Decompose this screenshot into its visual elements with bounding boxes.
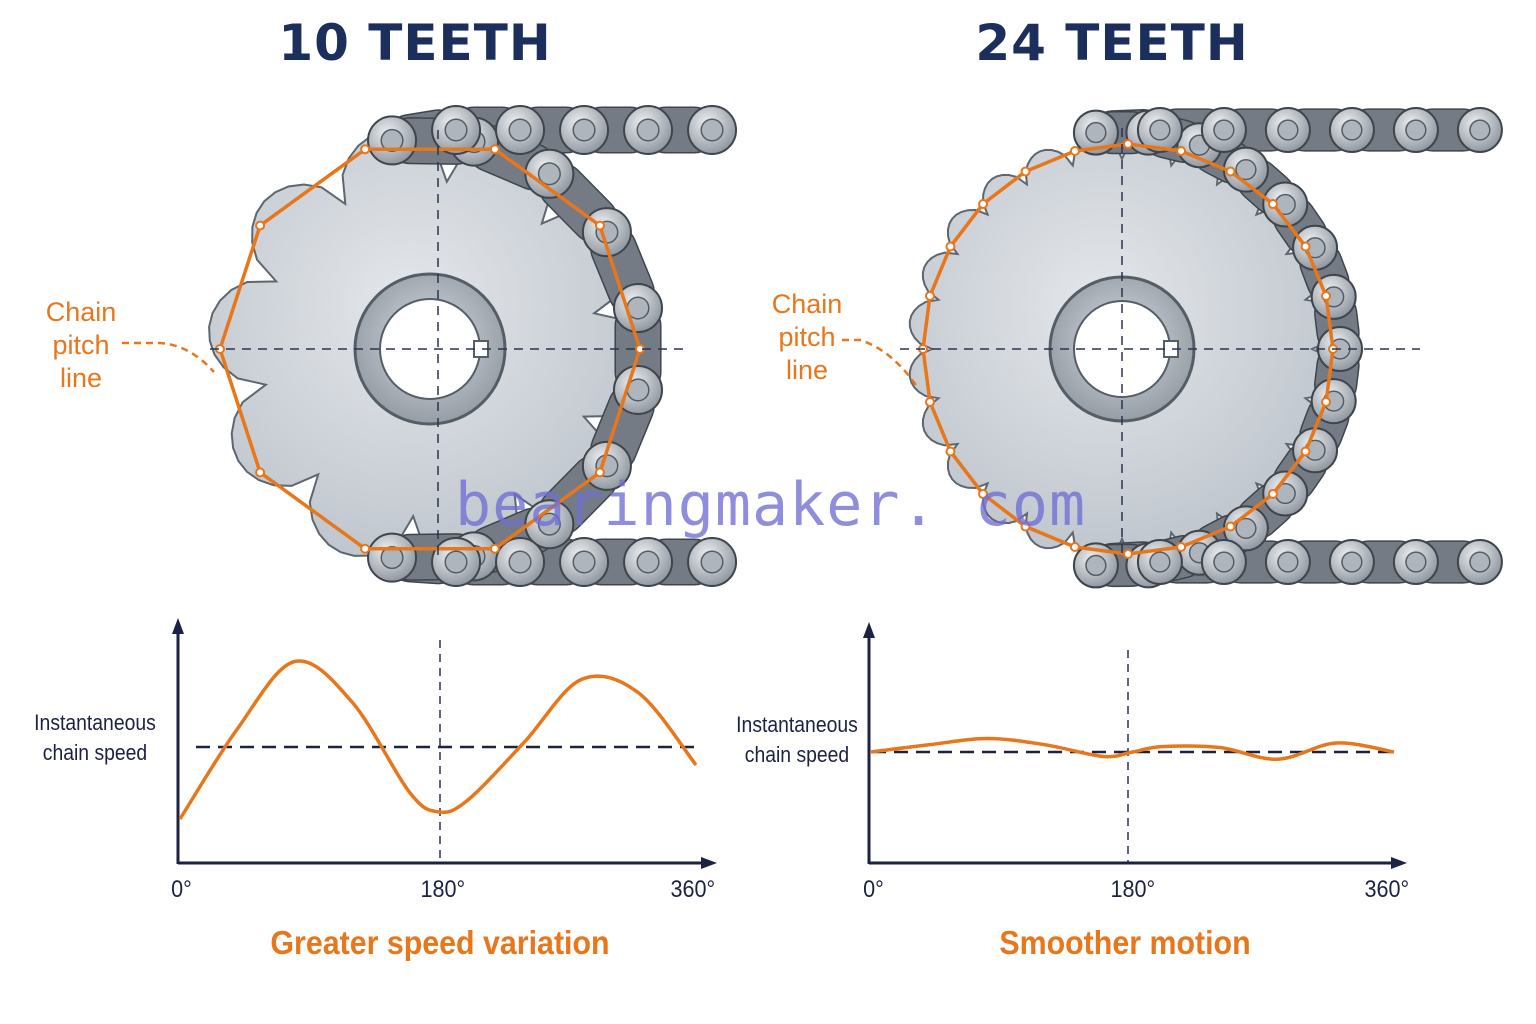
roller-pin: [444, 118, 468, 142]
roller-pin: [636, 550, 660, 574]
sprocket-10-teeth: [208, 130, 652, 568]
roller-pin: [1405, 551, 1427, 573]
callout-line-3: line: [785, 355, 829, 385]
pitch-point: [1225, 166, 1236, 177]
roller-chain-left: [367, 105, 738, 587]
roller-pin: [1405, 119, 1427, 141]
roller-pin: [380, 546, 404, 570]
pitch-point: [360, 543, 371, 554]
pitch-point: [1176, 542, 1187, 553]
roller-pin: [636, 118, 660, 142]
roller-pin: [508, 118, 532, 142]
pitch-point: [1020, 521, 1031, 532]
pitch-point: [945, 241, 956, 252]
roller-pin: [1149, 551, 1171, 573]
watermark: bearingmaker. com: [455, 470, 1087, 540]
x-tick-right-0: 0°: [863, 876, 884, 903]
x-tick-right-180: 180°: [1110, 876, 1156, 903]
roller-pin: [572, 118, 596, 142]
caption-greater-speed-variation: Greater speed variation: [270, 924, 610, 961]
roller-pin: [1235, 517, 1257, 540]
pitch-point: [594, 467, 605, 478]
y-axis-label-right: Instantaneous chain speed: [731, 710, 863, 770]
roller-pin: [1085, 121, 1107, 144]
x-tick-left-360: 360°: [670, 876, 716, 903]
pitch-point: [978, 488, 989, 499]
x-tick-right-360: 360°: [1364, 876, 1410, 903]
callout-line-2: pitch: [778, 322, 836, 352]
title-24-teeth: 24 TEETH: [975, 14, 1249, 72]
roller-pin: [1469, 119, 1491, 141]
x-tick-left-0: 0°: [171, 876, 192, 903]
pitch-point: [1321, 397, 1332, 408]
y-label-line-2: chain speed: [744, 742, 850, 767]
title-10-teeth: 10 TEETH: [278, 14, 552, 72]
pitch-point: [924, 397, 935, 408]
callout-leader-right: [842, 338, 920, 389]
chain-pitch-line-label-right: Chain pitch line: [762, 288, 852, 387]
pitch-point: [255, 220, 266, 231]
roller-pin: [1469, 551, 1491, 573]
roller-pin: [1149, 119, 1171, 141]
callout-leader-left: [122, 341, 215, 373]
pitch-point: [1020, 166, 1031, 177]
y-label-line-1: Instantaneous: [34, 710, 156, 735]
roller-pin: [700, 550, 724, 574]
pitch-point: [1267, 199, 1278, 210]
x-tick-left-180: 180°: [420, 876, 466, 903]
roller-pin: [1341, 119, 1363, 141]
roller-pin: [700, 118, 724, 142]
callout-line-2: pitch: [52, 330, 110, 360]
pitch-point: [489, 543, 500, 554]
roller-pin: [1213, 551, 1235, 573]
roller-pin: [1341, 551, 1363, 573]
pitch-point: [594, 220, 605, 231]
speed-graph-right: [863, 622, 1407, 869]
roller-pin: [508, 550, 532, 574]
pitch-point: [1267, 488, 1278, 499]
callout-line-3: line: [59, 363, 103, 393]
pitch-point: [945, 446, 956, 457]
pitch-point: [978, 199, 989, 210]
pitch-point: [489, 144, 500, 155]
chain-pitch-line-label-left: Chain pitch line: [36, 296, 126, 395]
callout-line-1: Chain: [45, 297, 117, 327]
pitch-point: [1123, 549, 1133, 559]
roller-pin: [537, 162, 561, 186]
roller-pin: [1277, 119, 1299, 141]
pitch-point: [1225, 521, 1236, 532]
shaft-bore: [1073, 300, 1171, 398]
centre-lines: [210, 128, 1420, 560]
caption-smoother-motion: Smoother motion: [999, 924, 1251, 961]
pitch-point: [1300, 446, 1311, 457]
roller-pin: [572, 550, 596, 574]
speed-curve-right: [870, 736, 1395, 761]
pitch-point: [360, 144, 371, 155]
pitch-point: [1069, 542, 1080, 553]
pitch-point: [1321, 290, 1332, 301]
roller-pin: [380, 128, 404, 152]
roller-pin: [1277, 551, 1299, 573]
speed-graph-left: [172, 618, 717, 869]
roller-pin: [537, 512, 561, 536]
roller-pin: [444, 550, 468, 574]
roller-pin: [1085, 554, 1107, 577]
pitch-point: [1176, 145, 1187, 156]
y-label-line-1: Instantaneous: [736, 712, 858, 737]
y-label-line-2: chain speed: [42, 740, 148, 765]
pitch-point: [255, 467, 266, 478]
pitch-point: [924, 290, 935, 301]
callout-line-1: Chain: [771, 289, 843, 319]
y-axis-label-left: Instantaneous chain speed: [29, 708, 161, 768]
pitch-point: [1123, 139, 1133, 149]
speed-curve-left: [178, 659, 698, 820]
pitch-point: [1300, 241, 1311, 252]
roller-pin: [1213, 119, 1235, 141]
roller-pin: [1235, 158, 1257, 181]
pitch-point: [1069, 145, 1080, 156]
